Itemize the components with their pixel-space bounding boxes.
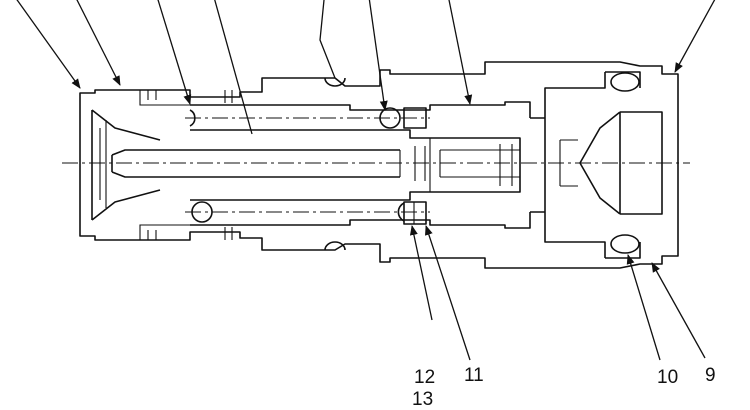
seal-lower [610, 234, 640, 254]
inner-bore-upper [190, 101, 531, 118]
leader-12 [409, 225, 433, 321]
callout-12: 12 [414, 367, 436, 388]
cap-body [620, 111, 663, 215]
leader-top-3 [157, 0, 192, 105]
inner-bore-lower [190, 212, 531, 229]
leader-top-2 [76, 0, 121, 86]
leader-top-4 [214, 0, 253, 135]
technical-drawing [16, 0, 716, 361]
retainer-lower [403, 201, 427, 225]
ball-right-upper [379, 107, 401, 129]
callout-9: 9 [705, 365, 716, 386]
mid-grooves [224, 90, 233, 240]
right-chamber [530, 72, 606, 258]
valve-body-upper-outline [79, 61, 679, 252]
leader-top-7 [448, 0, 473, 105]
cap-inner [559, 139, 578, 187]
leader-top-5 [319, 0, 336, 79]
leader-11 [425, 225, 471, 361]
valve-cross-section-drawing: 12 11 10 9 13 [16, 0, 716, 410]
nozzle-tip [111, 149, 400, 178]
callout-11: 11 [464, 365, 484, 386]
piston-inner-rod [399, 146, 520, 181]
leader-10 [626, 254, 661, 361]
left-flange-step [139, 90, 190, 240]
ball-right-lower [397, 202, 405, 222]
nozzle-cone [91, 109, 161, 221]
cap-cone [579, 111, 621, 215]
retainer-upper [403, 107, 427, 129]
flange-grooves [147, 90, 157, 240]
piston-steps [429, 138, 513, 192]
leader-top-1 [16, 0, 81, 89]
callout-13: 13 [412, 389, 434, 410]
piston-lower [190, 185, 521, 201]
leader-9 [651, 262, 706, 359]
ball-left-lower [191, 201, 213, 223]
callout-10: 10 [657, 367, 679, 388]
leader-top-8 [674, 0, 716, 73]
ball-left-upper [189, 109, 196, 127]
valve-body-lower-outline [79, 231, 679, 269]
right-cap-seat [605, 71, 641, 259]
o-ring-lower [324, 241, 346, 251]
nozzle-inner [99, 120, 107, 208]
piston-upper [190, 129, 521, 185]
o-ring-upper [324, 77, 346, 87]
seal-upper [610, 72, 640, 92]
leader-top-6 [368, 0, 388, 111]
